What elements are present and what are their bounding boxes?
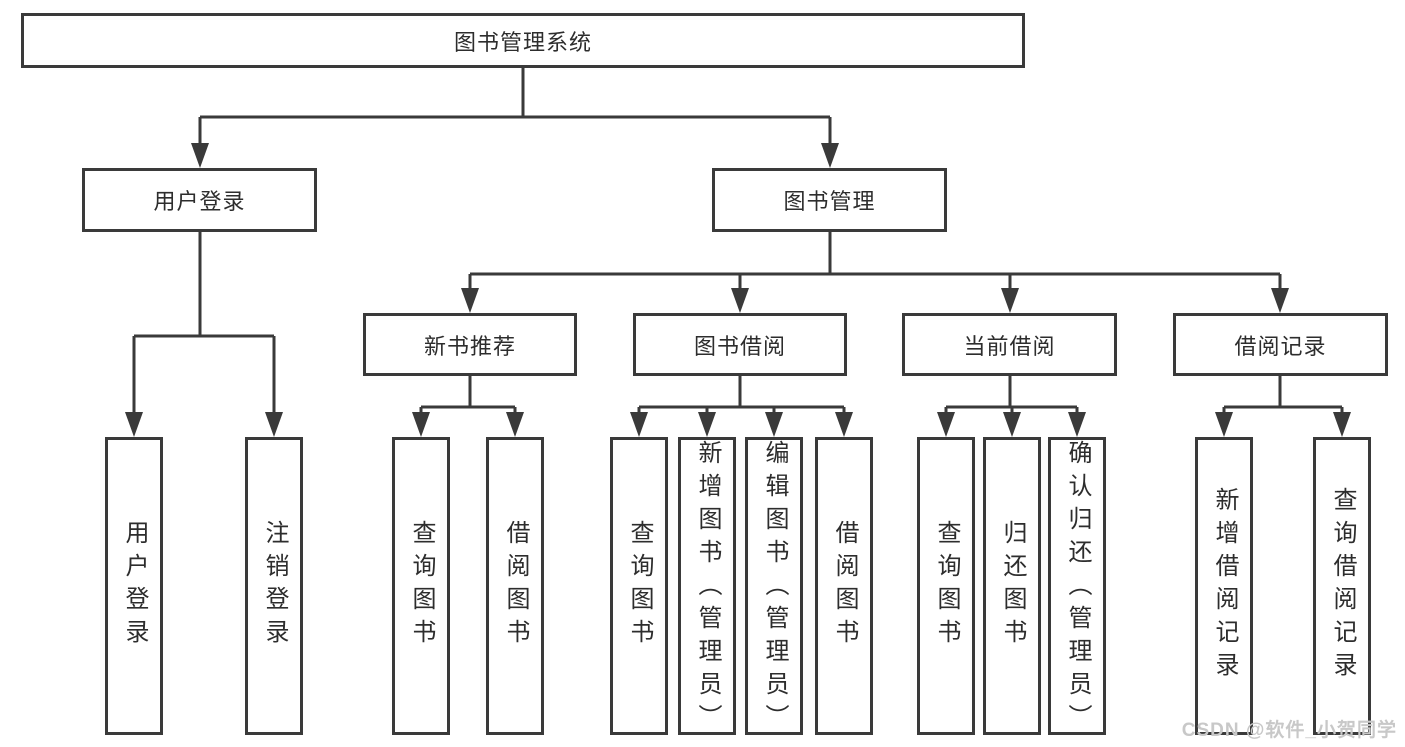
node-label: 当前借阅	[963, 333, 1056, 359]
leaf-label: 编辑图书（管理员）	[761, 440, 788, 737]
node-current-borrowing: 当前借阅	[902, 313, 1117, 376]
node-label: 用户登录	[153, 189, 246, 214]
leaf-add-books-admin: 新增图书（管理员）	[678, 437, 736, 737]
leaf-label: 借阅图书	[831, 520, 858, 652]
csdn-watermark: CSDN @软件_小贺同学	[1181, 720, 1397, 741]
leaf-label: 确认归还（管理员）	[1064, 440, 1091, 737]
leaf-logout: 注销登录	[245, 437, 303, 735]
leaf-borrow-books-recommend: 借阅图书	[486, 437, 544, 735]
leaf-query-books-recommend: 查询图书	[392, 437, 450, 735]
leaf-label: 用户登录	[121, 520, 148, 652]
leaf-query-books-borrowing: 查询图书	[610, 437, 668, 735]
leaf-borrow-books-borrowing: 借阅图书	[815, 437, 873, 735]
leaf-label: 新增图书（管理员）	[694, 440, 721, 737]
leaf-user-login: 用户登录	[105, 437, 163, 735]
leaf-label: 归还图书	[999, 520, 1026, 652]
node-book-borrowing: 图书借阅	[633, 313, 847, 376]
leaf-label: 查询借阅记录	[1329, 487, 1356, 685]
node-borrowing-records: 借阅记录	[1173, 313, 1388, 376]
leaf-edit-books-admin: 编辑图书（管理员）	[745, 437, 803, 737]
node-label: 新书推荐	[423, 333, 516, 359]
leaf-confirm-return-admin: 确认归还（管理员）	[1048, 437, 1106, 737]
leaf-label: 新增借阅记录	[1211, 487, 1238, 685]
leaf-query-borrow-record: 查询借阅记录	[1313, 437, 1371, 735]
leaf-label: 借阅图书	[502, 520, 529, 652]
node-label: 图书借阅	[693, 333, 786, 359]
leaf-label: 注销登录	[261, 520, 288, 652]
node-library-management-system: 图书管理系统	[21, 13, 1025, 68]
node-label: 借阅记录	[1234, 333, 1327, 359]
node-label: 图书管理	[783, 189, 876, 214]
node-new-book-recommendation: 新书推荐	[363, 313, 577, 376]
leaf-label: 查询图书	[408, 520, 435, 652]
leaf-return-books: 归还图书	[983, 437, 1041, 735]
node-label: 图书管理系统	[453, 29, 592, 55]
leaf-label: 查询图书	[933, 520, 960, 652]
node-book-management: 图书管理	[712, 168, 947, 232]
leaf-query-books-current: 查询图书	[917, 437, 975, 735]
arrowhead-group	[125, 143, 1351, 437]
leaf-label: 查询图书	[626, 520, 653, 652]
node-user-login: 用户登录	[82, 168, 317, 232]
leaf-add-borrow-record: 新增借阅记录	[1195, 437, 1253, 735]
